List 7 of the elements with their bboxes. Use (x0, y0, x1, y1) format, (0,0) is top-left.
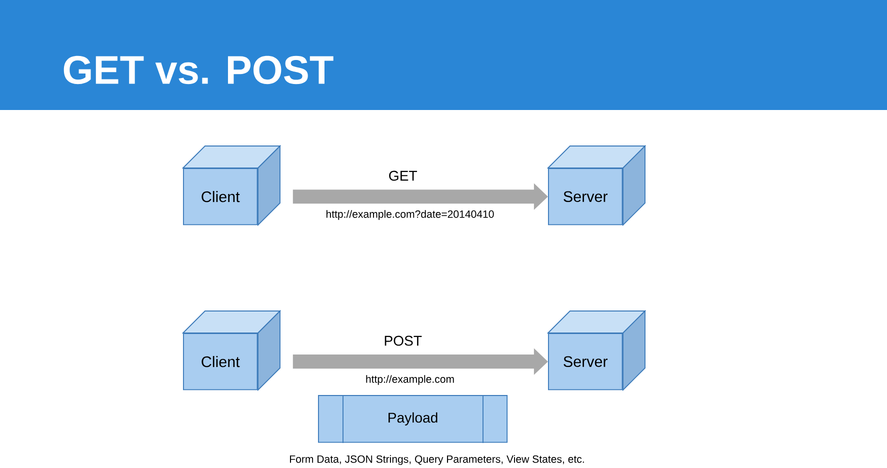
url-text: http://example.com (366, 375, 454, 385)
title: GET vs. POST (64, 56, 334, 84)
url-text: http://example.com?date=20140410 (326, 210, 494, 220)
edge-label: POST (384, 336, 422, 346)
payload-label: Form Data, JSON Strings, Query Parameters, View States, etc. (290, 455, 584, 465)
payload-box: Payload (318, 394, 508, 444)
edge-label: GET (389, 170, 417, 181)
